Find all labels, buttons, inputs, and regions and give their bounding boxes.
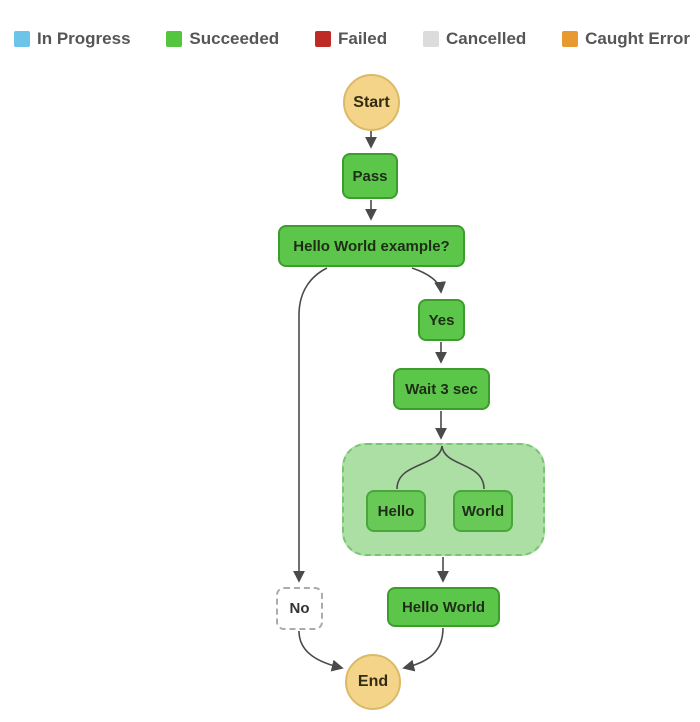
legend-label-cancelled: Cancelled [445,29,527,48]
state-wait-3-sec[interactable]: Wait 3 sec [393,368,490,410]
legend-label-in-progress: In Progress [37,29,131,48]
succeeded-swatch [166,31,183,47]
state-world[interactable]: World [453,490,513,532]
legend-item-in-progress: In Progress [14,29,131,49]
state-hello-world[interactable]: Hello World [387,587,500,627]
legend-item-caught-error: Caught Error [562,29,690,49]
edge-no-to-end [298,630,344,672]
state-hello-world-example-choice[interactable]: Hello World example? [278,225,465,267]
legend-item-cancelled: Cancelled [422,29,527,49]
cancelled-swatch [422,31,439,47]
failed-swatch [315,31,331,47]
status-legend: In Progress Succeeded Failed Cancelled C… [14,29,690,49]
legend-label-succeeded: Succeeded [189,29,280,48]
edge-choice-to-no [293,267,328,583]
legend-item-succeeded: Succeeded [166,29,279,49]
state-pass[interactable]: Pass [342,153,398,199]
state-yes[interactable]: Yes [418,299,465,341]
state-start: Start [343,74,400,131]
state-end: End [345,654,401,710]
state-no[interactable]: No [276,587,323,630]
state-hello[interactable]: Hello [366,490,426,532]
legend-label-failed: Failed [338,29,388,48]
legend-item-failed: Failed [315,29,387,49]
edge-helloworld-to-end [402,627,444,672]
legend-label-caught-error: Caught Error [585,29,690,48]
in-progress-swatch [14,31,30,47]
caught-error-swatch [562,31,579,47]
edge-choice-to-yes [411,267,447,294]
